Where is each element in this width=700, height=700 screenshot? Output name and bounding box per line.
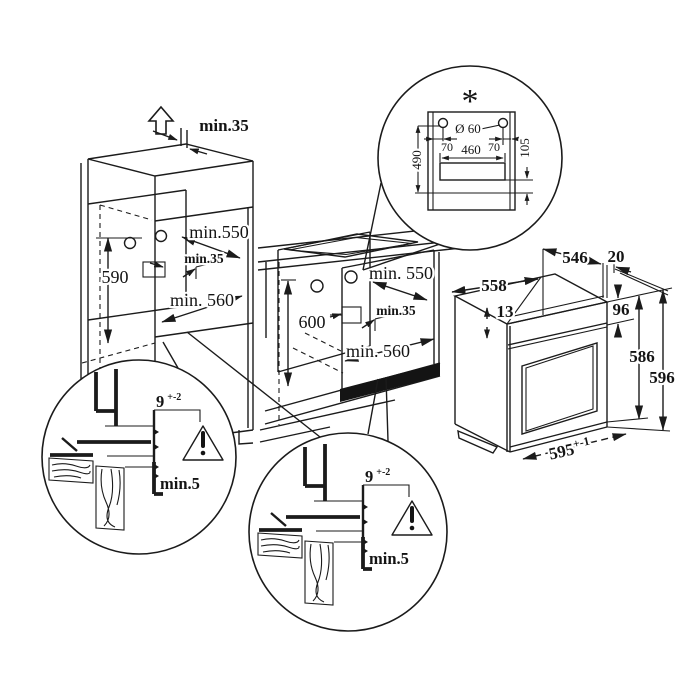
oven-rear-gap-label: 20 [608,247,625,266]
hole-offset-right-label: 70 [488,140,500,154]
wood-grain-panel-horizontal [48,457,94,484]
screw-offset-label: 9+-2 [365,467,390,486]
fixing-detail-circle-left: 9+-2 min.5 [41,359,237,555]
detail-callout-wedges [162,182,441,442]
tall-niche-width-label: min. 560 [170,290,234,310]
base-niche-depth-label: min. 550 [369,263,433,283]
oven-total-height-label: 596 [649,368,675,387]
wood-grain-panel-vertical [304,540,334,606]
airflow-up-arrow-icon [147,105,175,135]
warning-icon [182,425,224,461]
wood-grain-panel-horizontal [257,532,303,559]
hole-diameter-label: Ø 60 [455,121,481,136]
base-niche-height-label: 600 [299,312,326,332]
oven-control-panel-height-label: 96 [613,300,630,319]
min-clearance-label: min.5 [369,549,409,568]
oven-top-recess-label: 13 [497,302,514,321]
rear-panel-detail-circle: * Ø 60 70 70 460 490 105 [377,65,563,251]
base-niche-width-label: min. 560 [346,341,410,361]
wood-grain-panel-vertical [95,465,125,531]
tall-niche-depth-label: min.550 [189,222,249,242]
warning-icon [391,500,433,536]
fixing-detail-circle-middle: 9+-2 min.5 [248,432,448,632]
panel-height-label: 490 [409,150,424,170]
oven-body-height-label: 586 [629,347,655,366]
oven-drawing: 546 20 558 13 96 586 596 595+-1 [451,245,677,466]
footnote-marker: * [462,83,479,120]
tall-rear-gap-label: min.35 [184,251,224,266]
tall-niche-height-label: 590 [102,267,129,287]
cutout-width-label: 460 [461,142,481,157]
base-cabinet-drawing: min. 550 min.35 600 min. 560 [257,224,471,443]
screw-offset-label: 9+-2 [156,392,181,411]
tall-top-clearance-label: min.35 [199,116,249,135]
oven-depth-label: 546 [562,248,588,267]
tall-cabinet-drawing: min.35 min.550 min.35 590 min. 560 [80,105,254,445]
hole-offset-left-label: 70 [441,140,453,154]
base-rear-gap-label: min.35 [376,303,416,318]
oven-body-width-label: 558 [481,276,507,295]
oven-front-width-label: 595+-1 [547,434,593,464]
min-clearance-label: min.5 [160,474,200,493]
cutout-bottom-offset-label: 105 [517,138,532,158]
